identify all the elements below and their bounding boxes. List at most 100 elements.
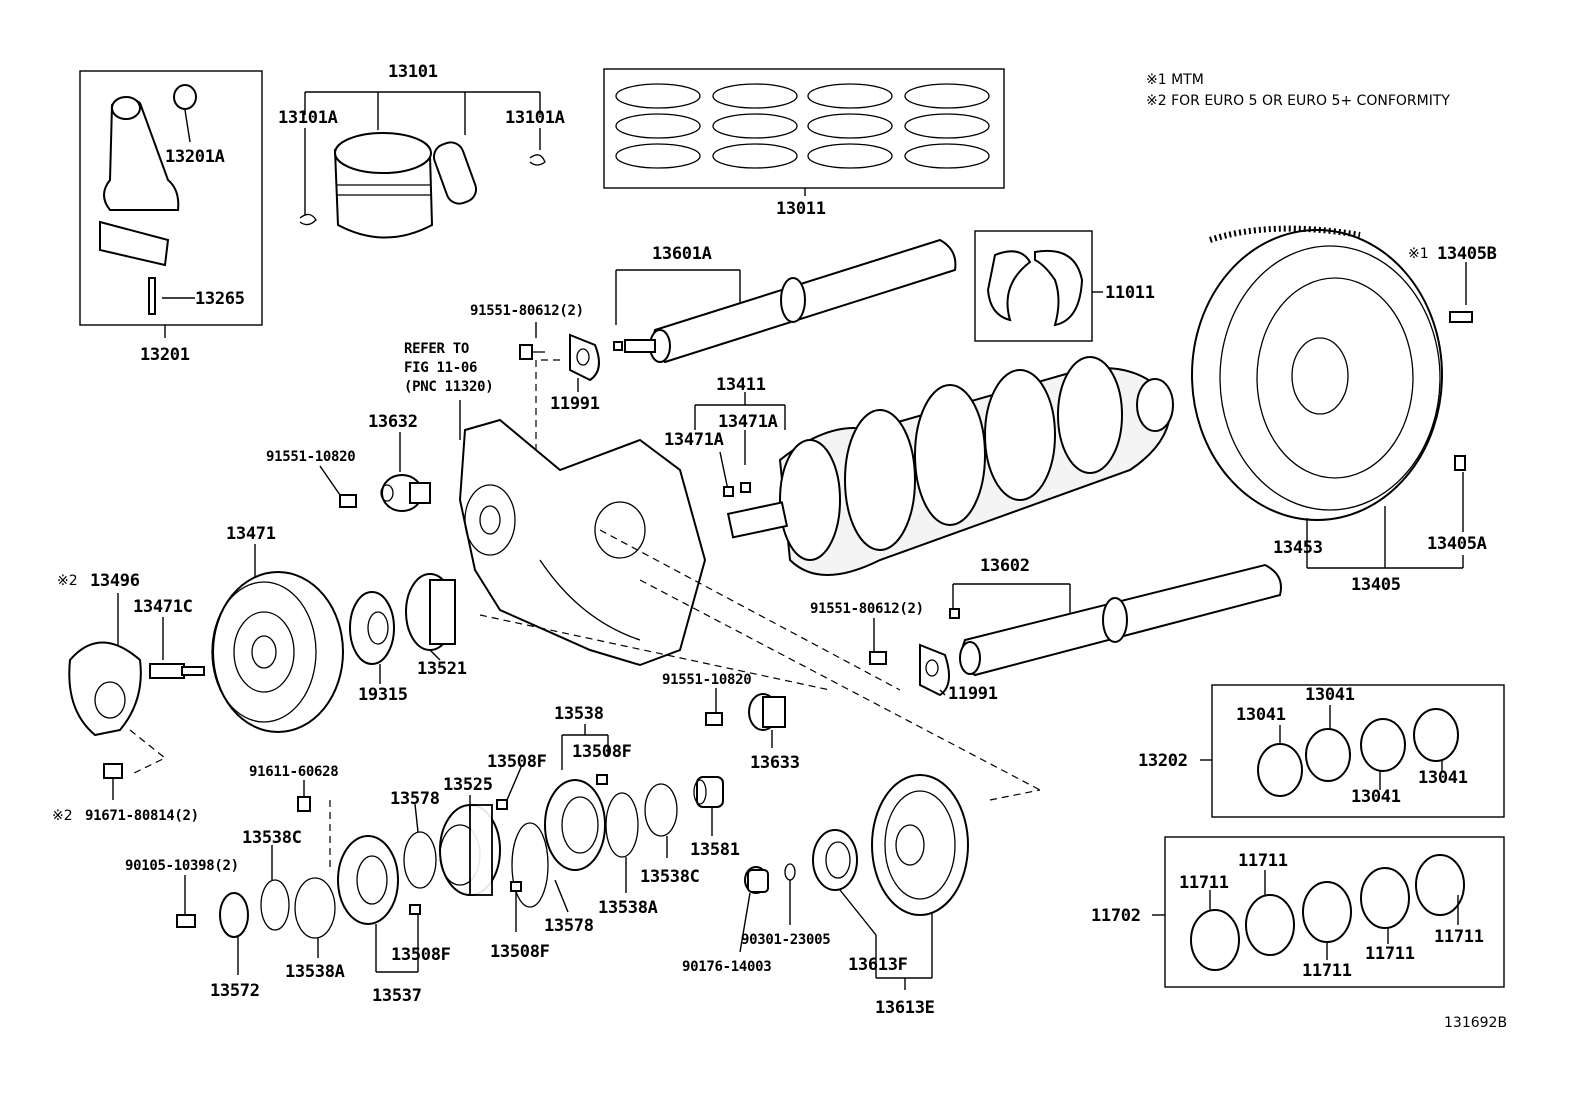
label-13508F-a: 13508F bbox=[572, 742, 632, 762]
crank-pulley-icon bbox=[212, 571, 344, 733]
damper-13496-group bbox=[68, 593, 205, 800]
bearing-11711-c-icon bbox=[1302, 881, 1352, 943]
label-13041-a: 13041 bbox=[1236, 705, 1286, 725]
timing-housing-icon bbox=[458, 418, 707, 667]
note-euro5: ※2 FOR EURO 5 OR EURO 5+ CONFORMITY bbox=[1146, 93, 1450, 109]
label-13041-c: 13041 bbox=[1351, 787, 1401, 807]
label-13572: 13572 bbox=[210, 981, 260, 1001]
label-13538C-a: 13538C bbox=[242, 828, 302, 848]
label-13201A: 13201A bbox=[165, 147, 225, 167]
label-19315: 19315 bbox=[358, 685, 408, 705]
thrust-washer-right-icon bbox=[1034, 249, 1084, 327]
label-91611-60628: 91611-60628 bbox=[249, 764, 338, 780]
bolt-91551-10820-b-icon bbox=[705, 712, 723, 726]
label-11702: 11702 bbox=[1091, 906, 1141, 926]
label-13578-a: 13578 bbox=[390, 789, 440, 809]
connecting-rod-group bbox=[79, 70, 263, 338]
balance-shaft-upper-group bbox=[519, 238, 957, 392]
rod-bearing-box-group bbox=[1200, 684, 1505, 818]
thrust-washer-left-icon bbox=[986, 250, 1032, 322]
label-13538C-b: 13538C bbox=[640, 867, 700, 887]
gear-13537-icon bbox=[337, 835, 399, 925]
label-13633: 13633 bbox=[750, 753, 800, 773]
refer-line2: FIG 11-06 bbox=[404, 360, 477, 376]
main-bearing-box-group bbox=[1152, 836, 1505, 988]
label-13101A-left: 13101A bbox=[278, 108, 338, 128]
pin-13508F-d-icon bbox=[510, 881, 522, 892]
label-13471A-a: 13471A bbox=[664, 430, 724, 450]
timing-housing-group bbox=[458, 400, 707, 667]
label-13471A-b: 13471A bbox=[718, 412, 778, 432]
ring-13538A-a-icon bbox=[294, 877, 336, 939]
rod-bearing-box bbox=[1211, 684, 1505, 818]
bolt-91551-80612-top-icon bbox=[519, 344, 533, 360]
label-11011: 11011 bbox=[1105, 283, 1155, 303]
label-13538A-b: 13538A bbox=[598, 898, 658, 918]
label-13601A: 13601A bbox=[652, 244, 712, 264]
label-13508F-b: 13508F bbox=[487, 752, 547, 772]
label-90176-14003: 90176-14003 bbox=[682, 959, 771, 975]
bearing-13041-b-icon bbox=[1305, 728, 1351, 782]
note-mtm: ※1 MTM bbox=[1146, 72, 1204, 88]
label-13632: 13632 bbox=[368, 412, 418, 432]
thrust-washer-group bbox=[974, 230, 1103, 342]
plate-19315-icon bbox=[349, 591, 395, 665]
ring-13578-a-icon bbox=[403, 831, 437, 889]
bolt-91611-60628-icon bbox=[297, 796, 311, 812]
label-13202: 13202 bbox=[1138, 751, 1188, 771]
bearing-13041-a-icon bbox=[1257, 743, 1303, 797]
rod-cap-icon bbox=[99, 220, 170, 267]
snap-ring-left-icon bbox=[299, 213, 317, 226]
label-13041-b: 13041 bbox=[1305, 685, 1355, 705]
label-11711-c: 11711 bbox=[1302, 961, 1352, 981]
label-13496: 13496 bbox=[90, 571, 140, 591]
bolt-90105-10398-icon bbox=[176, 914, 196, 928]
label-91551-10820-b: 91551-10820 bbox=[662, 672, 751, 688]
ring-13538A-b-icon bbox=[605, 792, 639, 858]
label-13602: 13602 bbox=[980, 556, 1030, 576]
thrust-washer-box bbox=[974, 230, 1093, 342]
flywheel-icon bbox=[1191, 229, 1443, 521]
label-91551-10820-a: 91551-10820 bbox=[266, 449, 355, 465]
bearing-11711-d-icon bbox=[1360, 867, 1410, 929]
gear-13632-group bbox=[319, 432, 431, 512]
bolt-91671-80814-icon bbox=[103, 763, 123, 779]
label-13613E: 13613E bbox=[875, 998, 935, 1018]
label-13405B: 13405B bbox=[1437, 244, 1497, 264]
bolt-91551-80612-bot-icon bbox=[869, 651, 887, 665]
label-13537: 13537 bbox=[372, 986, 422, 1006]
label-13041-d: 13041 bbox=[1418, 768, 1468, 788]
bolt-13471C-icon bbox=[149, 663, 185, 679]
crank-pulley-group bbox=[211, 544, 344, 733]
label-13521: 13521 bbox=[417, 659, 467, 679]
label-13613F: 13613F bbox=[848, 955, 908, 975]
bearing-11711-e-icon bbox=[1415, 854, 1465, 916]
label-13411: 13411 bbox=[716, 375, 766, 395]
ring-13538C-b-icon bbox=[644, 783, 678, 837]
label-13471: 13471 bbox=[226, 524, 276, 544]
label-13496-mark: ※2 bbox=[57, 573, 78, 589]
bearing-11711-a-icon bbox=[1190, 909, 1240, 971]
pin-13508F-c-icon bbox=[409, 904, 421, 915]
label-91551-80612-bot: 91551-80612(2) bbox=[810, 601, 924, 617]
main-bearing-box bbox=[1164, 836, 1505, 988]
figure-id: 131692B bbox=[1444, 1015, 1507, 1031]
piston-rings-group bbox=[603, 68, 1005, 196]
label-13508F-c: 13508F bbox=[391, 945, 451, 965]
label-90301-23005: 90301-23005 bbox=[741, 932, 830, 948]
bolt-91551-10820-a-icon bbox=[339, 494, 357, 508]
connecting-rod-box bbox=[79, 70, 263, 326]
piston-group bbox=[299, 91, 546, 239]
cam-gear-13613E-icon bbox=[871, 774, 969, 916]
bushing-icon bbox=[173, 84, 197, 110]
ring-13538C-a-icon bbox=[260, 879, 290, 931]
label-13508F-d: 13508F bbox=[490, 942, 550, 962]
ring-13578-b-icon bbox=[511, 822, 549, 908]
label-91671-mark: ※2 bbox=[52, 808, 73, 824]
flywheel-group bbox=[1191, 225, 1473, 569]
lower-gear-train-group bbox=[176, 724, 724, 975]
ring-gear-teeth bbox=[1209, 225, 1361, 243]
camshaft-gear-group bbox=[739, 774, 969, 990]
label-11711-e: 11711 bbox=[1434, 927, 1484, 947]
label-11711-b: 11711 bbox=[1238, 851, 1288, 871]
